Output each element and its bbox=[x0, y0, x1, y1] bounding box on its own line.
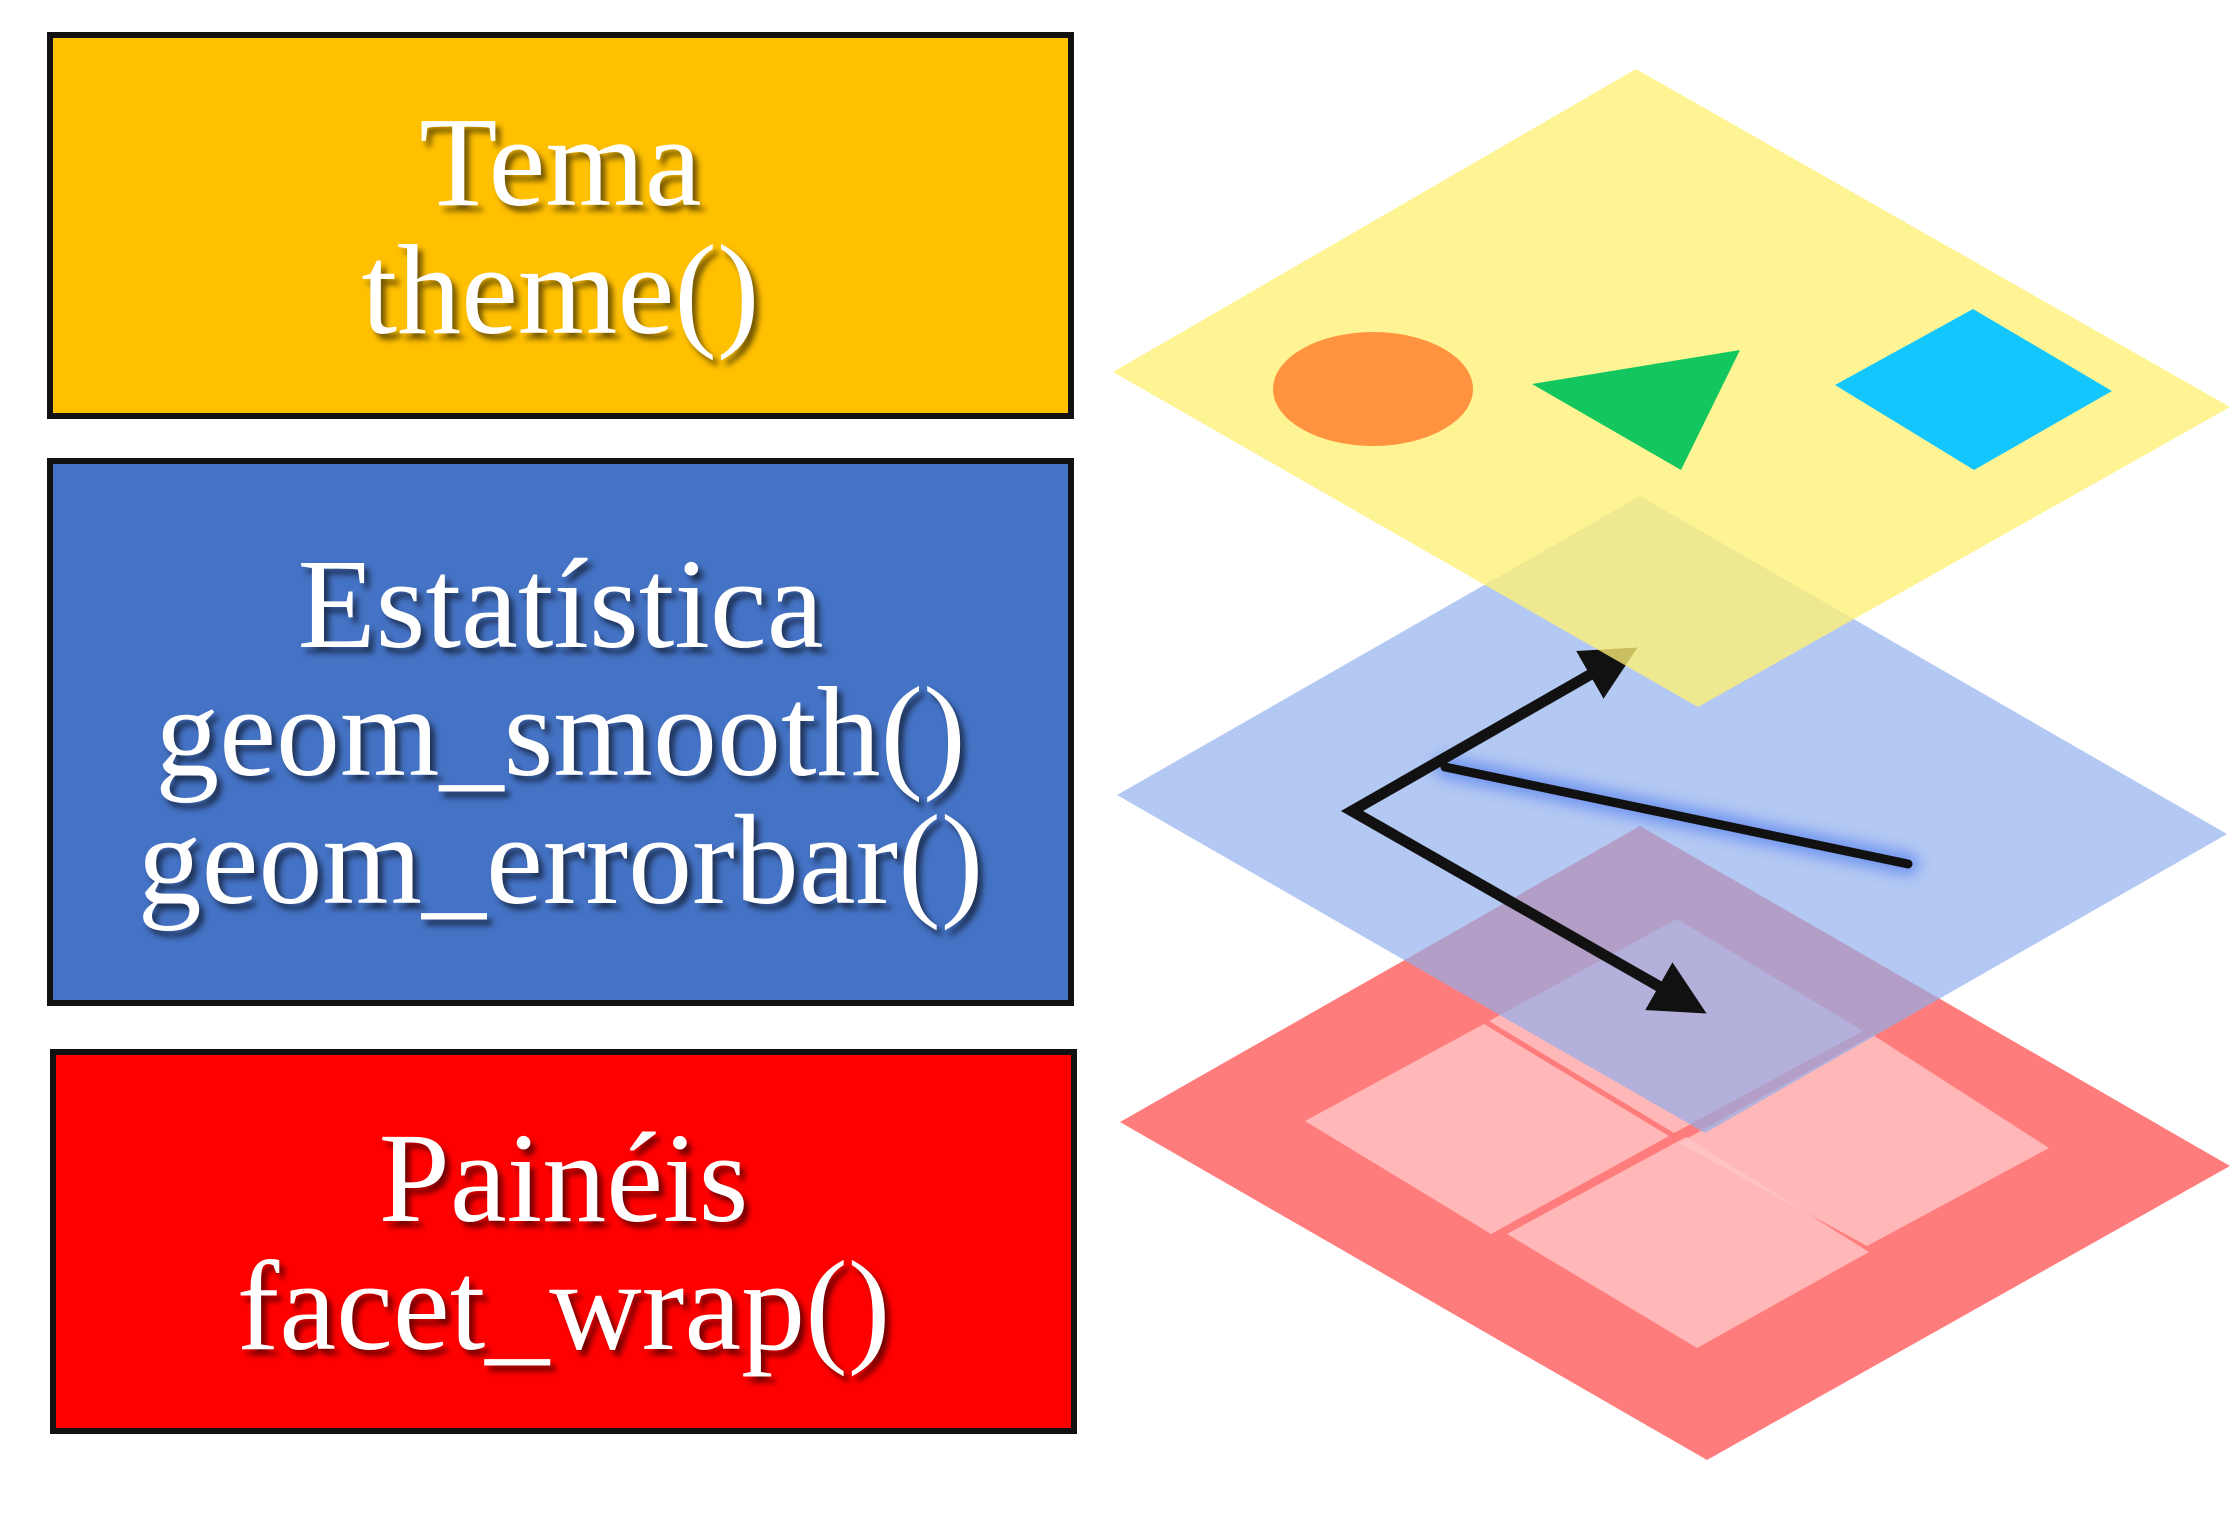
triangle-shape-icon bbox=[1532, 350, 1740, 470]
circle-shape-icon bbox=[1273, 332, 1473, 446]
errorbar-arrow bbox=[1340, 647, 1707, 1014]
statistics-function-errorbar: geom_errorbar() bbox=[137, 789, 984, 931]
theme-title: Tema bbox=[419, 90, 702, 233]
facet-panel bbox=[1507, 1137, 1869, 1348]
theme-function: theme() bbox=[361, 218, 760, 361]
statistics-title: Estatística bbox=[297, 533, 824, 675]
theme-layer bbox=[1113, 69, 2230, 707]
statistics-function-smooth: geom_smooth() bbox=[155, 661, 966, 803]
facets-box: Painéis facet_wrap() bbox=[50, 1049, 1077, 1434]
diamond-shape-icon bbox=[1835, 309, 2112, 470]
facets-title: Painéis bbox=[378, 1106, 749, 1249]
statistics-layer bbox=[1117, 496, 2227, 1133]
facet-panel bbox=[1305, 1024, 1669, 1234]
statistics-box: Estatística geom_smooth() geom_errorbar(… bbox=[47, 458, 1074, 1006]
theme-box: Tema theme() bbox=[47, 32, 1074, 419]
facets-function: facet_wrap() bbox=[236, 1234, 891, 1377]
